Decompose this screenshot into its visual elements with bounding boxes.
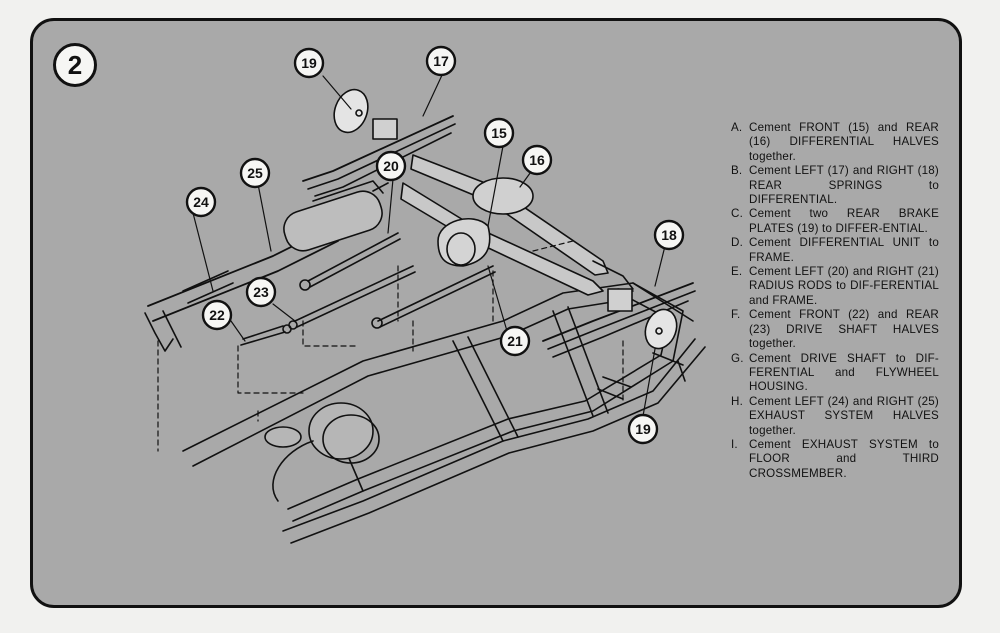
instruction-step-text: Cement EXHAUST SYSTEM to FLOOR and THIRD… xyxy=(749,437,939,480)
instruction-step-text: Cement FRONT (15) and REAR (16) DIFFEREN… xyxy=(749,121,939,163)
instruction-step-letter: G. xyxy=(731,351,744,365)
callout-24: 24 xyxy=(185,186,217,218)
callout-20: 20 xyxy=(375,150,407,182)
callout-17: 17 xyxy=(425,45,457,77)
callout-18: 18 xyxy=(653,219,685,251)
callout-25: 25 xyxy=(239,157,271,189)
instruction-step-letter: E. xyxy=(731,265,743,279)
instruction-step-letter: I. xyxy=(731,437,738,451)
instruction-step-text: Cement FRONT (22) and REAR (23) DRIVE SH… xyxy=(749,308,939,351)
svg-text:17: 17 xyxy=(433,53,449,69)
instruction-step-letter: F. xyxy=(731,308,741,322)
instruction-step: C. Cement two REAR BRAKE PLATES (19) to D… xyxy=(731,207,939,236)
instruction-step-text: Cement LEFT (20) and RIGHT (21) RADIUS R… xyxy=(749,265,939,307)
svg-text:16: 16 xyxy=(529,152,545,168)
callout-leaders xyxy=(192,72,666,417)
instruction-step-text: Cement two REAR BRAKE PLATES (19) to DIF… xyxy=(749,207,939,235)
instruction-step-letter: D. xyxy=(731,236,743,250)
svg-text:25: 25 xyxy=(247,165,263,181)
instruction-step-text: Cement LEFT (17) and RIGHT (18) REAR SPR… xyxy=(749,164,939,207)
instruction-step-text: Cement LEFT (24) and RIGHT (25) EXHAUST … xyxy=(749,394,939,437)
callout-19-top: 19 xyxy=(293,47,325,79)
chassis-frame xyxy=(182,282,706,544)
callout-23: 23 xyxy=(245,276,277,308)
instruction-step-letter: C. xyxy=(731,207,743,221)
callout-16: 16 xyxy=(521,144,553,176)
svg-text:18: 18 xyxy=(661,227,677,243)
instruction-step-text: Cement DIFFERENTIAL UNIT to FRAME. xyxy=(749,236,939,264)
instruction-step: H. Cement LEFT (24) and RIGHT (25) EXHAUS… xyxy=(731,395,939,438)
svg-text:20: 20 xyxy=(383,158,399,174)
instruction-step: D. Cement DIFFERENTIAL UNIT to FRAME. xyxy=(731,236,939,265)
fuel-tank xyxy=(264,402,380,502)
svg-text:21: 21 xyxy=(507,333,523,349)
callout-21: 21 xyxy=(499,325,531,357)
svg-text:19: 19 xyxy=(301,55,317,71)
instruction-step: A. Cement FRONT (15) and REAR (16) DIFFER… xyxy=(731,121,939,164)
callout-15: 15 xyxy=(483,117,515,149)
differential xyxy=(400,154,634,296)
step-number-badge: 2 xyxy=(53,43,97,87)
svg-text:23: 23 xyxy=(253,284,269,300)
alignment-guides xyxy=(157,240,624,452)
instruction-step: B. Cement LEFT (17) and RIGHT (18) REAR S… xyxy=(731,164,939,207)
instruction-panel: 19 17 15 16 20 25 24 23 xyxy=(30,18,962,608)
brake-plates xyxy=(333,88,678,350)
svg-text:19: 19 xyxy=(635,421,651,437)
exploded-chassis-diagram: 19 17 15 16 20 25 24 23 xyxy=(144,45,706,544)
drive-shaft-and-rods xyxy=(240,232,496,346)
instruction-step: I. Cement EXHAUST SYSTEM to FLOOR and THI… xyxy=(731,438,939,481)
svg-text:24: 24 xyxy=(193,194,209,210)
instruction-step-letter: A. xyxy=(731,121,743,134)
instruction-step-text: Cement DRIVE SHAFT to DIF-FERENTIAL and … xyxy=(749,351,939,394)
svg-text:22: 22 xyxy=(209,307,225,323)
svg-text:15: 15 xyxy=(491,125,507,141)
instruction-step: E. Cement LEFT (20) and RIGHT (21) RADIUS… xyxy=(731,265,939,308)
callout-22: 22 xyxy=(201,299,233,331)
instruction-list: A. Cement FRONT (15) and REAR (16) DIFFER… xyxy=(731,121,939,481)
instruction-step: F. Cement FRONT (22) and REAR (23) DRIVE … xyxy=(731,308,939,351)
instruction-step: G. Cement DRIVE SHAFT to DIF-FERENTIAL an… xyxy=(731,352,939,395)
instruction-step-letter: H. xyxy=(731,394,743,408)
rear-springs xyxy=(302,115,696,358)
instruction-step-letter: B. xyxy=(731,164,743,178)
exhaust-system xyxy=(144,180,389,352)
callout-19-bottom: 19 xyxy=(627,413,659,445)
